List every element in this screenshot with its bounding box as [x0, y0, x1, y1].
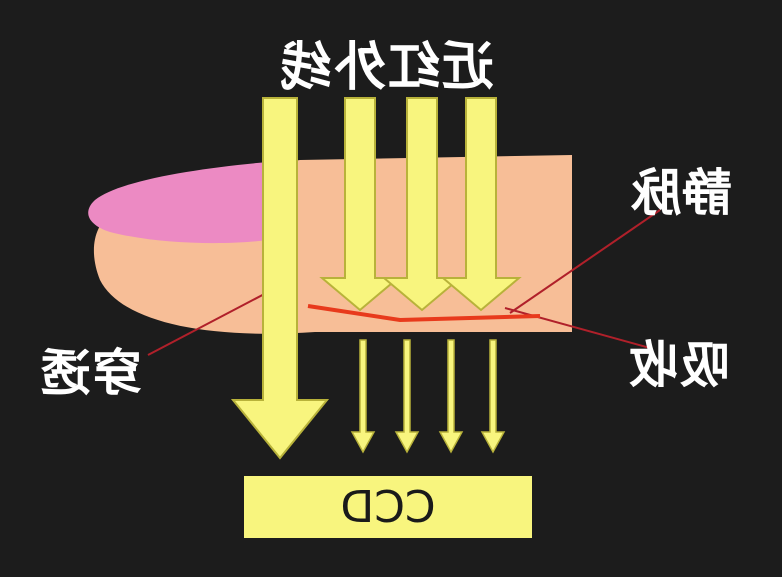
infrared-arrow-3	[440, 97, 522, 312]
exit-arrow-2	[394, 339, 420, 454]
absorption-label: 吸收	[628, 336, 730, 394]
transmission-leader-line	[147, 289, 273, 356]
exit-arrow-3	[438, 339, 464, 454]
ccd-sensor-label: CCD	[340, 481, 436, 533]
transmission-label: 穿透	[40, 344, 142, 402]
exit-arrow-4	[480, 339, 506, 454]
ccd-sensor-box	[244, 476, 532, 538]
vein-leader-line	[509, 209, 661, 314]
infrared-arrow-2	[381, 97, 463, 312]
near-infrared-label: 近红外线	[278, 38, 495, 98]
vein-line	[307, 304, 541, 323]
exit-arrow-1	[350, 339, 376, 454]
vein-label: 静脉	[630, 164, 732, 222]
fingernail	[88, 162, 269, 244]
infrared-arrow-1	[319, 97, 401, 312]
transmission-arrow	[230, 97, 330, 460]
